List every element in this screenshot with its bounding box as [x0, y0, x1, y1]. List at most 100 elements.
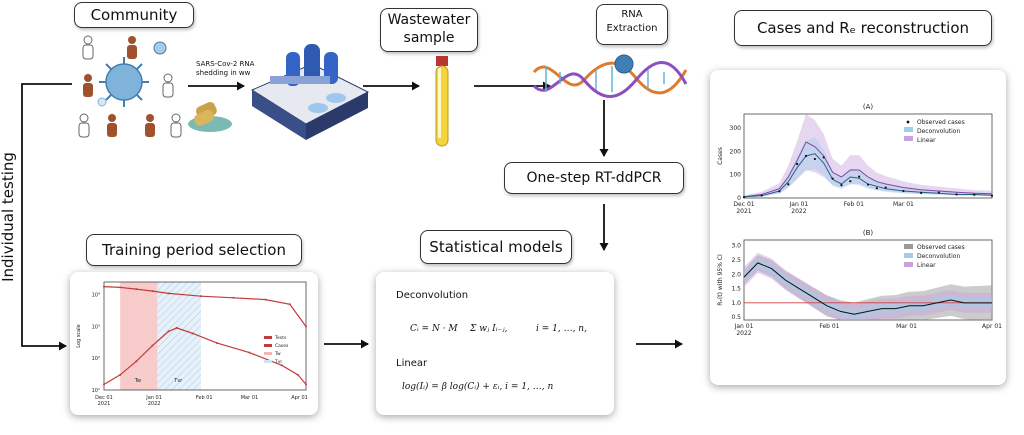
chart-b-x-tick: Jan 01 — [734, 323, 754, 330]
cases-series — [103, 327, 307, 385]
legend-swatch — [904, 136, 913, 141]
tests-series-point — [151, 290, 154, 293]
cases-series-point — [151, 344, 154, 347]
cases-series-point — [216, 342, 219, 345]
observed-case-point — [884, 186, 887, 189]
observed-case-point — [742, 195, 746, 199]
observed-case-point — [787, 183, 790, 186]
small-virus-icon — [153, 41, 167, 55]
chart-b-y-tick: 0.5 — [731, 314, 741, 321]
person-icon — [78, 113, 90, 138]
chart-b-title: (B) — [863, 229, 874, 237]
observed-case-point — [973, 193, 976, 196]
observed-case-point — [902, 189, 905, 193]
tests-series-point — [135, 288, 138, 291]
y-axis-label: Log scale — [76, 324, 82, 347]
cases-series-point — [119, 373, 122, 376]
community-title: Community — [74, 2, 194, 28]
legend-swatch — [264, 344, 272, 347]
chart-a-y-tick: 0 — [737, 195, 741, 202]
chart-a-y-tick: 200 — [730, 148, 742, 155]
cases-rt-reconstruction-title: Cases and Rₑ reconstruction — [734, 10, 992, 46]
person-icon — [127, 36, 137, 59]
linear-label: Linear — [396, 358, 428, 369]
observed-case-point — [778, 190, 781, 193]
tvr-band-label: Tvr — [173, 378, 183, 384]
chart-b-y-tick: 1.0 — [731, 300, 741, 307]
tests-series-point — [199, 295, 202, 298]
shedding-note: SARS-Cov-2 RNA shedding in ww — [196, 60, 255, 77]
chart-a-legend-entry: Observed cases — [917, 119, 965, 126]
y-tick-label: 10⁴ — [92, 293, 100, 299]
chart-a-y-tick: 100 — [730, 172, 742, 179]
chart-a-legend-entry: Linear — [917, 137, 936, 144]
statistical-models-title: Statistical models — [420, 230, 572, 264]
sewer-pipe-icon — [188, 101, 232, 132]
legend-entry: Tests — [274, 335, 287, 341]
observed-case-point — [760, 194, 763, 197]
observed-case-point — [849, 180, 852, 183]
observed-case-point — [858, 175, 861, 178]
legend-swatch — [904, 244, 913, 249]
y-tick-label: 10² — [92, 356, 100, 362]
deconvolution-line — [743, 153, 993, 198]
statistical-models-card: Deconvolution Cᵢ = N · M Σ wⱼ Iᵢ₋ⱼ, i = … — [376, 272, 614, 415]
tvr-band-fill — [157, 282, 201, 390]
tests-series-point — [103, 285, 105, 288]
virus-icon — [99, 57, 149, 107]
deconvolution-label: Deconvolution — [396, 290, 469, 301]
chart-a-y-label: Cases — [717, 147, 724, 165]
cases-series-point — [305, 383, 307, 386]
tests-series-point — [119, 286, 122, 289]
legend-swatch — [904, 127, 913, 132]
cases-series-point — [191, 332, 194, 335]
legend-entry: Tw — [274, 351, 281, 357]
deconvolution-band — [744, 137, 992, 198]
person-icon — [83, 74, 93, 97]
observed-case-point — [920, 191, 923, 194]
legend-entry: Tvr — [274, 359, 282, 365]
tests-series-point — [288, 303, 291, 306]
arrow-individual-testing — [21, 83, 72, 351]
people-icons — [78, 35, 182, 138]
wastewater-plant-illustration — [250, 44, 370, 140]
tw-band — [120, 282, 158, 390]
chart-b-legend-entry: Linear — [917, 262, 936, 269]
cases-series-point — [167, 330, 170, 333]
chart-b-x-tick: Mar 01 — [896, 323, 917, 330]
chart-b-y-tick: 2.0 — [731, 271, 741, 278]
chart-b-legend-entry: Observed cases — [917, 244, 965, 251]
observed-case-point — [955, 193, 958, 196]
observed-case-point — [831, 177, 834, 180]
chart-a-x-tick: Feb 01 — [844, 201, 864, 208]
chart-a-legend-entry: Deconvolution — [917, 128, 960, 135]
observed-case-point — [796, 162, 799, 166]
x-tick-label: 2021 — [98, 401, 111, 407]
chart-a-x-tick: 2022 — [791, 208, 806, 215]
person-icon — [145, 114, 155, 137]
deconvolution-equation-range: i = 1, …, n, — [536, 324, 587, 334]
test-tube-icon — [435, 56, 449, 147]
observed-case-point — [813, 157, 816, 161]
linear-equation: log(Iᵢ) = β log(Cᵢ) + εᵢ, i = 1, …, n — [402, 382, 554, 392]
x-tick-label: Dec 01 — [95, 395, 113, 401]
observed-case-point — [840, 184, 843, 187]
tw-band-label: Tw — [134, 378, 141, 384]
deconvolution-equation-sum: Σ wⱼ Iᵢ₋ⱼ, — [470, 324, 508, 334]
rt-ddpcr-title: One-step RT-ddPCR — [504, 162, 684, 194]
chart-b-legend-entry: Deconvolution — [917, 253, 960, 260]
plot-frame — [103, 281, 307, 391]
observed-case-point — [866, 183, 870, 186]
chart-b-x-tick: Feb 01 — [819, 323, 839, 330]
cases-series-point — [175, 326, 178, 329]
cases-series-point — [135, 360, 138, 363]
x-tick-label: Apr 01 — [291, 395, 308, 401]
x-tick-label: Feb 01 — [196, 395, 213, 401]
chart-a-x-tick: Mar 01 — [893, 201, 914, 208]
small-virus-icon — [97, 97, 107, 107]
x-tick-label: Mar 01 — [241, 395, 258, 401]
